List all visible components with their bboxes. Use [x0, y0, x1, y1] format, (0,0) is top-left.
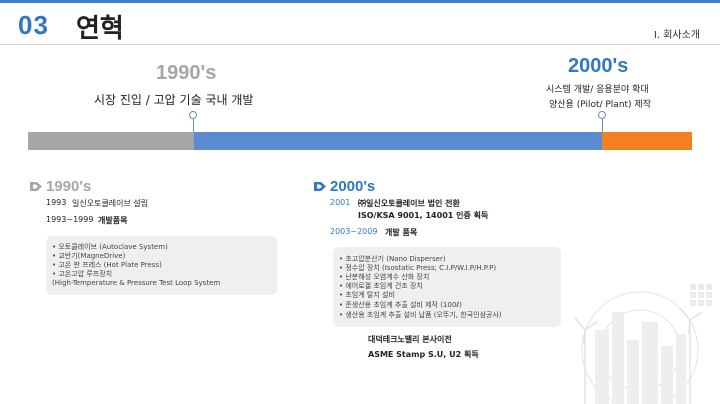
era-2000-desc-line2: 양산용 (Pilot/ Plant) 제작 — [549, 100, 651, 110]
era-1990-desc: 시장 진입 / 고압 기술 국내 개발 — [94, 93, 254, 107]
section-tag: Ⅰ. 회사소개 — [653, 30, 700, 41]
left-year-1: 1993 — [46, 198, 67, 207]
title-divider — [0, 44, 720, 45]
right-text-2: 개발 품목 — [385, 228, 418, 237]
timeline-stem-1990 — [193, 118, 194, 132]
left-item-4: • 고온고압 루프장치 — [52, 270, 113, 278]
right-item-2: • 정수압 장치 (Isostatic Press; C.I.P/W.I.P/H… — [339, 264, 497, 272]
right-item-3: • 난분해성 오염계수 산화 장치 — [339, 273, 430, 281]
right-item-6: • 준생산용 초임계 추출 설비 제작 (100ℓ) — [339, 301, 462, 309]
top-accent-bar — [0, 0, 720, 3]
right-year-1: 2001 — [330, 198, 351, 207]
right-note-1: 대덕테크노밸리 본사이전 — [368, 335, 452, 344]
left-item-5: (High-Temperature & Pressure Test Loop S… — [52, 279, 221, 287]
timeline-segment-2000s — [194, 132, 602, 150]
timeline-stem-2000 — [602, 118, 603, 132]
timeline-node-1990 — [189, 111, 197, 119]
era-2000-desc-line1: 시스템 개발/ 응용분야 확대 — [546, 85, 649, 95]
left-product-box — [46, 236, 277, 295]
arrow-marker-icon — [314, 182, 326, 191]
right-item-1: • 초고압분산기 (Nano Disperser) — [339, 255, 446, 263]
left-year-2: 1993~1999 — [46, 215, 94, 224]
left-text-1: 일신오토클레이브 설립 — [72, 199, 149, 208]
right-year-2: 2003~2009 — [330, 227, 378, 236]
timeline-segment-future — [602, 132, 692, 150]
section-title: 연혁 — [76, 14, 124, 44]
left-item-1: • 오토클레이브 (Autoclave System) — [52, 243, 168, 251]
arrow-marker-icon — [30, 182, 42, 191]
right-product-box — [333, 247, 561, 327]
era-1990-label: 1990's — [156, 62, 217, 84]
left-heading: 1990's — [46, 178, 92, 195]
right-text-1: ㈜일신오토클레이브 법인 전환 — [358, 199, 460, 208]
left-item-3: • 고온 판 프레스 (Hot Plate Press) — [52, 261, 162, 269]
timeline-node-2000 — [598, 111, 606, 119]
right-item-5: • 초임계 탈지 설비 — [339, 291, 395, 299]
right-item-4: • 에어로겔 초임계 건조 장치 — [339, 282, 423, 290]
timeline-segment-1990s — [28, 132, 194, 150]
right-item-7: • 생산용 초임계 추출 설비 납품 (오뚜기, 한국인삼공사) — [339, 311, 502, 319]
right-heading: 2000's — [330, 178, 376, 195]
left-item-2: • 교반기(MagneDrive) — [52, 252, 126, 260]
right-text-1b: ISO/KSA 9001, 14001 인증 획득 — [358, 211, 489, 220]
left-text-2: 개발품목 — [98, 216, 128, 225]
era-2000-label: 2000's — [568, 55, 629, 77]
right-note-2: ASME Stamp S.U, U2 획득 — [368, 350, 479, 359]
section-number: 03 — [18, 10, 49, 40]
